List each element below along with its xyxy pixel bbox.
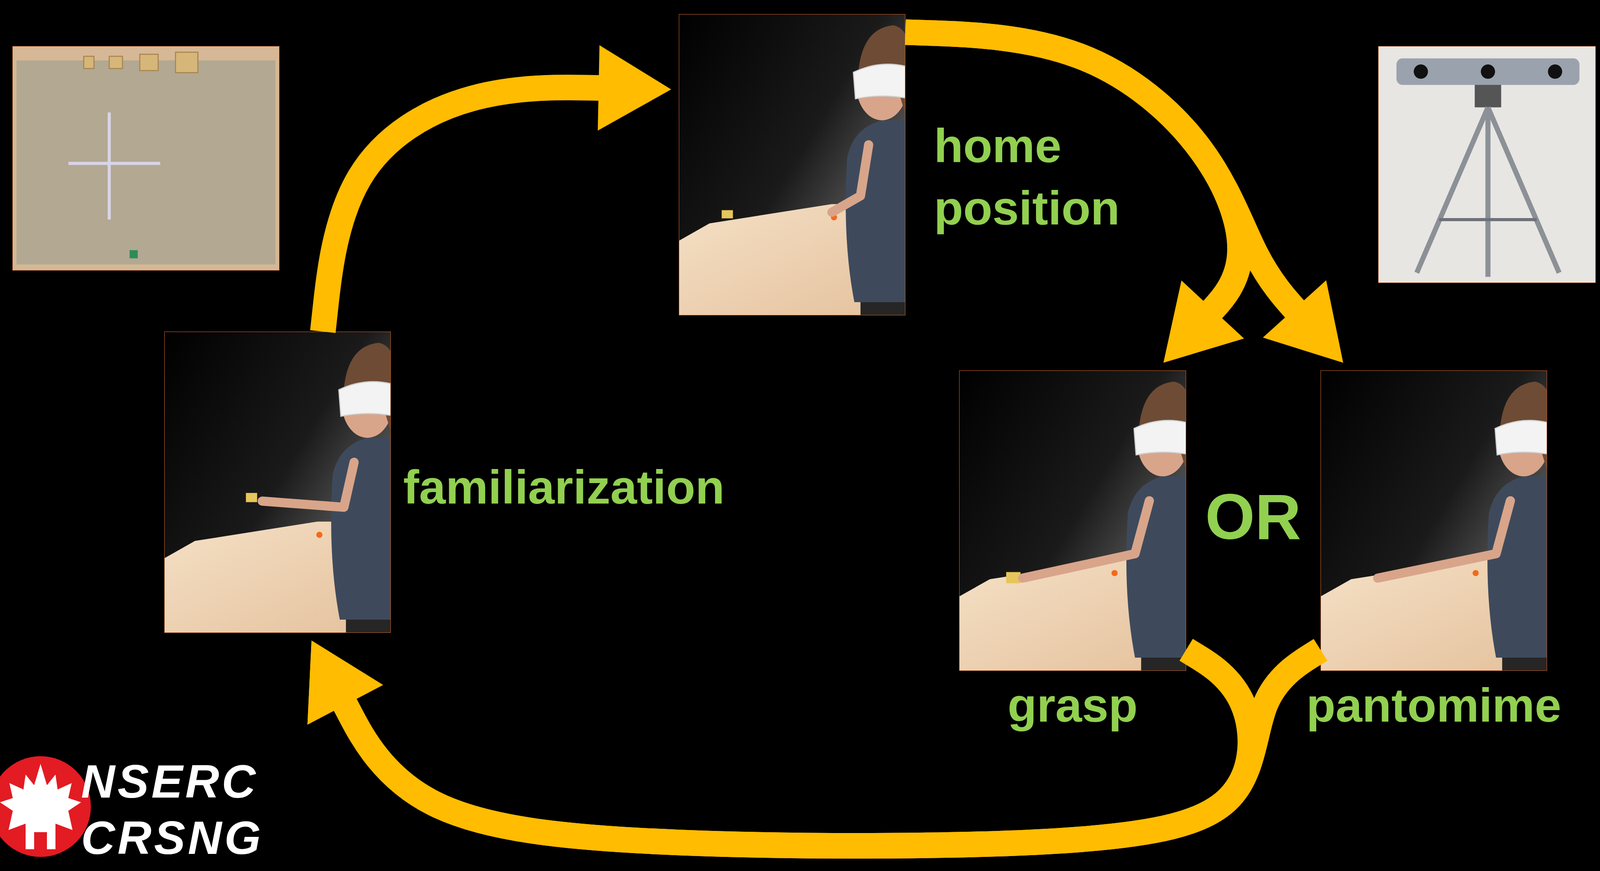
arm [262,462,355,507]
scene [1320,370,1551,671]
arm [832,144,869,213]
arrow-shaft [340,649,1321,846]
logo-text: NSERC [81,754,259,809]
block [175,52,198,73]
panel-label: home position [933,114,1148,239]
label-anchor: CRSNG [81,810,264,865]
arrow-shaft [905,32,1240,318]
arrow-shaft [905,32,1302,317]
block [83,56,94,69]
photo-panel: familiarization [164,331,391,633]
choice-label: OR [1205,480,1302,554]
arrow-shaft [322,87,610,332]
panel-label: familiarization [403,456,725,519]
cross-mark [107,112,111,220]
photo-ground [12,46,280,271]
arm [1022,500,1150,578]
cross-mark [68,161,160,165]
arrow-head [307,640,384,725]
panel-label: grasp [1007,674,1138,737]
photo-border [1378,46,1596,283]
photo-border [12,46,280,271]
label-anchor: familiarization [403,456,725,519]
photo-panel: grasp [959,370,1187,671]
arrow-head [597,45,672,131]
camera-bar [1396,58,1580,85]
logo-text: CRSNG [81,810,264,865]
camera-lens [1547,64,1563,79]
photo-panel: home position [678,14,906,316]
home-photo [678,14,909,316]
pantomime-photo [1320,370,1551,671]
logo-mark [0,756,91,857]
scene [678,14,909,316]
cycle-arrow [322,45,672,332]
tripod-leg [1487,107,1560,274]
maple-leaf [0,763,82,850]
cycle-arrow [905,32,1344,363]
block [139,54,159,71]
label-anchor: OR [1205,480,1302,554]
scene [164,331,394,633]
tripod-leg [1416,107,1489,274]
block [109,56,123,69]
label-anchor: grasp [1007,674,1138,737]
cycle-arrow [307,640,1321,846]
tripod-leg [1485,107,1491,277]
arm [1377,500,1511,578]
tag [129,250,138,259]
scene [959,370,1190,671]
photo-panel: pantomime [1320,370,1548,671]
photo-border [164,331,391,633]
logo-circle [0,756,91,857]
tripod-head [1474,84,1502,108]
camera-lens [1413,64,1428,79]
tripod-spreader [1439,218,1537,222]
grasp-photo [959,370,1190,671]
mat-photo [12,46,280,271]
block [721,209,733,219]
photo-border [959,370,1187,671]
cycle-arrow [905,32,1245,363]
camera-photo [1378,46,1596,283]
panel-label: pantomime [1306,674,1562,737]
arrow-head [1262,280,1344,363]
photo-border [678,14,906,316]
arrow-head [1163,280,1245,363]
photo-border [1320,370,1548,671]
camera-lens [1480,64,1496,79]
label-anchor: NSERC [81,754,259,809]
block [245,492,257,503]
label-anchor: home position [933,114,1148,239]
photo-ground [1378,46,1596,283]
familiarization-photo [164,331,394,633]
mat [16,60,276,265]
label-anchor: pantomime [1306,674,1562,737]
